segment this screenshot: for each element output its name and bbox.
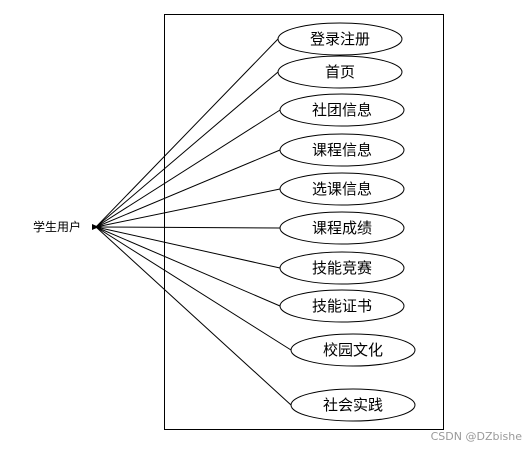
watermark: CSDN @DZbishe [430, 430, 522, 443]
use-case-label: 社团信息 [312, 101, 372, 119]
use-case: 课程成绩 [279, 211, 405, 245]
actor-label: 学生用户 [33, 219, 81, 234]
use-case: 登录注册 [277, 22, 403, 56]
use-case-ellipse [277, 22, 403, 56]
association-line [95, 226, 281, 229]
use-case-ellipse [279, 172, 405, 206]
association-line [95, 38, 279, 228]
association-line [95, 226, 292, 351]
association-line [95, 188, 281, 228]
use-case: 课程信息 [279, 133, 405, 167]
association-line [95, 226, 281, 269]
association-line [95, 109, 281, 228]
use-case-label: 课程成绩 [312, 219, 372, 237]
use-case: 社会实践 [290, 388, 416, 422]
use-case-ellipse [279, 133, 405, 167]
use-case-ellipse [279, 289, 405, 323]
use-case-ellipse [279, 251, 405, 285]
use-case-label: 社会实践 [323, 396, 383, 414]
association-line [95, 149, 281, 228]
association-line [95, 226, 292, 406]
use-case: 选课信息 [279, 172, 405, 206]
association-line [95, 71, 279, 228]
system-boundary [164, 14, 444, 430]
use-case: 校园文化 [290, 333, 416, 367]
use-case-ellipse [290, 333, 416, 367]
use-case-ellipse [279, 211, 405, 245]
use-case: 技能证书 [279, 289, 405, 323]
use-case-label: 校园文化 [323, 341, 383, 359]
association-line [95, 226, 281, 307]
use-case-ellipse [279, 93, 405, 127]
use-case-label: 技能证书 [312, 297, 372, 315]
use-case: 社团信息 [279, 93, 405, 127]
association-lines [95, 38, 292, 406]
use-case: 技能竞赛 [279, 251, 405, 285]
actor-arrow-head [92, 224, 99, 230]
use-case-label: 课程信息 [312, 141, 372, 159]
use-case-ellipse [290, 388, 416, 422]
use-case-ellipse [277, 55, 403, 89]
use-case-label: 首页 [325, 63, 355, 81]
use-case-label: 技能竞赛 [312, 259, 372, 277]
use-case: 首页 [277, 55, 403, 89]
use-case-label: 选课信息 [312, 180, 372, 198]
use-case-label: 登录注册 [310, 30, 370, 48]
